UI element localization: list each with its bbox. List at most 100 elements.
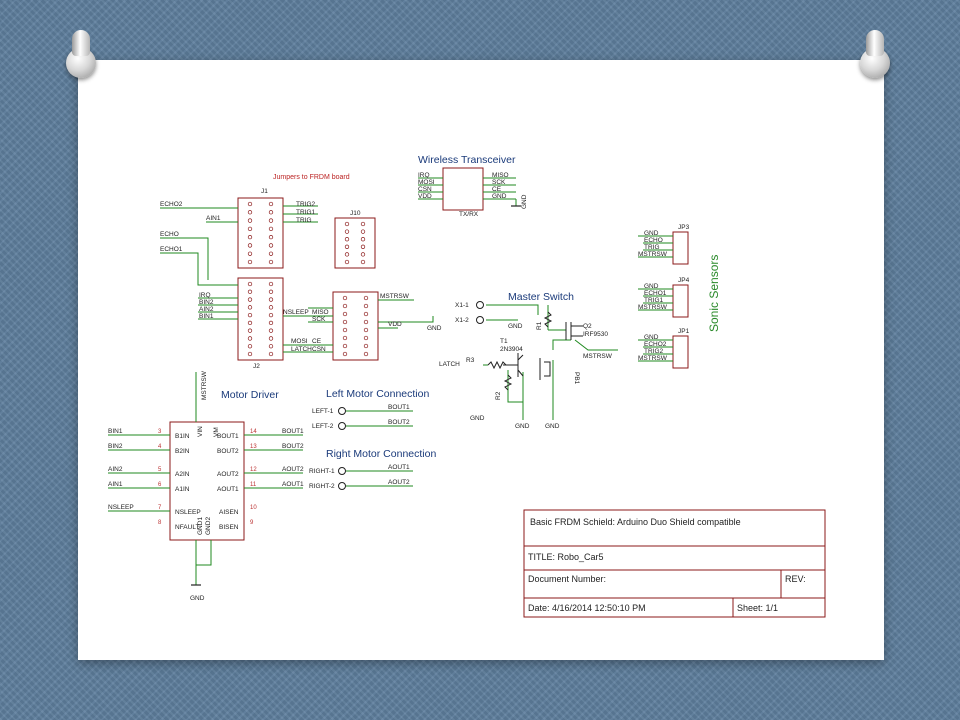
svg-text:11: 11 [250,482,257,488]
svg-text:MSTRSW: MSTRSW [638,251,668,258]
svg-text:AISEN: AISEN [219,509,239,516]
jumpers-title: Jumpers to FRDM board [273,174,350,181]
title-block [523,509,826,618]
header-pin-dot [344,229,350,234]
svg-text:IRQ: IRQ [199,292,211,299]
svg-text:JP4: JP4 [678,277,690,284]
svg-text:AOUT1: AOUT1 [282,481,304,488]
svg-text:BOUT1: BOUT1 [388,404,410,411]
svg-text:T1: T1 [500,338,508,345]
svg-text:5: 5 [158,467,162,473]
x1-2-terminal [476,316,484,324]
svg-text:CSN: CSN [312,346,326,353]
header-pin-dot [268,344,274,349]
header-pin-dot [342,319,348,325]
svg-text:MOSI: MOSI [291,338,308,345]
svg-text:ECHO1: ECHO1 [644,290,667,297]
header-pin-dot [363,303,369,309]
svg-text:X1-1: X1-1 [455,302,469,309]
svg-text:VM: VM [213,427,220,437]
svg-text:GND: GND [545,423,560,430]
header-pin-dot [247,320,253,326]
svg-text:GND: GND [190,595,205,602]
title-block-doc: Document Number: [528,574,606,584]
t1-transistor [503,353,524,377]
header-pin-dot [247,251,253,256]
j1-ref: J1 [261,188,268,195]
pushpin-right-icon [860,30,890,78]
header-pin-dot [247,289,253,294]
jp4-labels: JP4 GND ECHO1 TRIG1 MSTRSW [638,277,690,311]
motor-driver-wires [108,372,303,585]
j10-ref: J10 [350,210,361,217]
svg-text:10: 10 [250,505,257,511]
svg-text:12: 12 [250,467,257,473]
header-pin-dot [363,327,369,333]
svg-text:MSTRSW: MSTRSW [380,293,410,300]
svg-text:GND: GND [644,334,659,341]
header-pin-dot [342,335,348,341]
j1-header [237,197,284,269]
svg-text:AIN2: AIN2 [108,466,123,473]
q2-mosfet [565,322,583,340]
svg-text:GND1: GND1 [197,517,204,535]
svg-text:TRIG: TRIG [644,244,660,251]
svg-text:MSTRSW: MSTRSW [638,304,668,311]
svg-text:VDD: VDD [388,321,402,328]
header-pin-dot [363,351,369,357]
svg-text:ECHO2: ECHO2 [160,201,183,208]
pushpin-left-icon [66,30,96,78]
header-pin-dot [342,327,348,333]
header-pin-dot [268,281,274,287]
title-block-rev: REV: [785,574,806,584]
svg-text:AIN2: AIN2 [199,306,214,313]
header-pin-dot [247,312,253,318]
header-pin-dot [268,218,274,223]
right-motor-title: Right Motor Connection [326,448,436,460]
title-block-sheet: Sheet: 1/1 [737,603,778,613]
header-pin-dot [342,311,348,317]
header-pin-dot [268,259,274,265]
svg-text:TRIG: TRIG [296,217,312,224]
svg-text:TRIG2: TRIG2 [296,201,316,208]
title-block-date: Date: 4/16/2014 12:50:10 PM [528,603,646,613]
j2-labels: IRQ BIN2 AIN2 BIN1 NSLEEP MOSI LATCH [199,292,312,353]
svg-text:Q2: Q2 [583,323,592,330]
header-pin-dot [363,343,369,349]
j2b-labels: MISO SCK CE CSN MSTRSW VDD GND [312,293,442,353]
motor-connection-labels: LEFT-1 LEFT-2 BOUT1 BOUT2 RIGHT-1 RIGHT-… [309,404,410,490]
header-pin-dot [268,210,274,215]
svg-text:ECHO: ECHO [160,231,179,238]
svg-text:BIN1: BIN1 [108,428,123,435]
header-pins [247,201,369,357]
header-pin-dot [247,234,253,240]
svg-text:MSTRSW: MSTRSW [583,353,613,360]
header-pin-dot [247,297,253,302]
svg-text:6: 6 [158,482,162,488]
svg-text:BOUT2: BOUT2 [388,419,410,426]
svg-text:GND: GND [470,415,485,422]
svg-text:BOUT1: BOUT1 [217,433,239,440]
svg-text:LEFT-1: LEFT-1 [312,408,334,415]
r3-resistor [487,360,507,370]
svg-text:IRF9530: IRF9530 [583,331,608,338]
header-pin-dot [247,201,253,207]
svg-text:BIN2: BIN2 [108,443,123,450]
j10-header [334,217,376,269]
svg-text:NFAULT: NFAULT [175,524,199,531]
jp1-labels: JP1 GND ECHO2 TRIG2 MSTRSW [638,328,690,362]
svg-text:CE: CE [312,338,322,345]
svg-text:BIN1: BIN1 [199,313,214,320]
header-pin-dot [268,312,274,318]
motor-driver-ic [169,421,245,541]
jumper-wires [160,205,434,353]
schematic-diagram: Jumpers to FRDM board J1 J10 J2 ECHO2 AI… [105,100,855,620]
svg-text:VDD: VDD [418,193,432,200]
svg-text:BIN2: BIN2 [199,299,214,306]
svg-text:SCK: SCK [312,316,326,323]
svg-text:JP3: JP3 [678,224,690,231]
wireless-title: Wireless Transceiver [418,154,516,166]
svg-text:CE: CE [492,186,502,193]
header-pin-dot [247,336,253,341]
j2-ref: J2 [253,363,260,370]
